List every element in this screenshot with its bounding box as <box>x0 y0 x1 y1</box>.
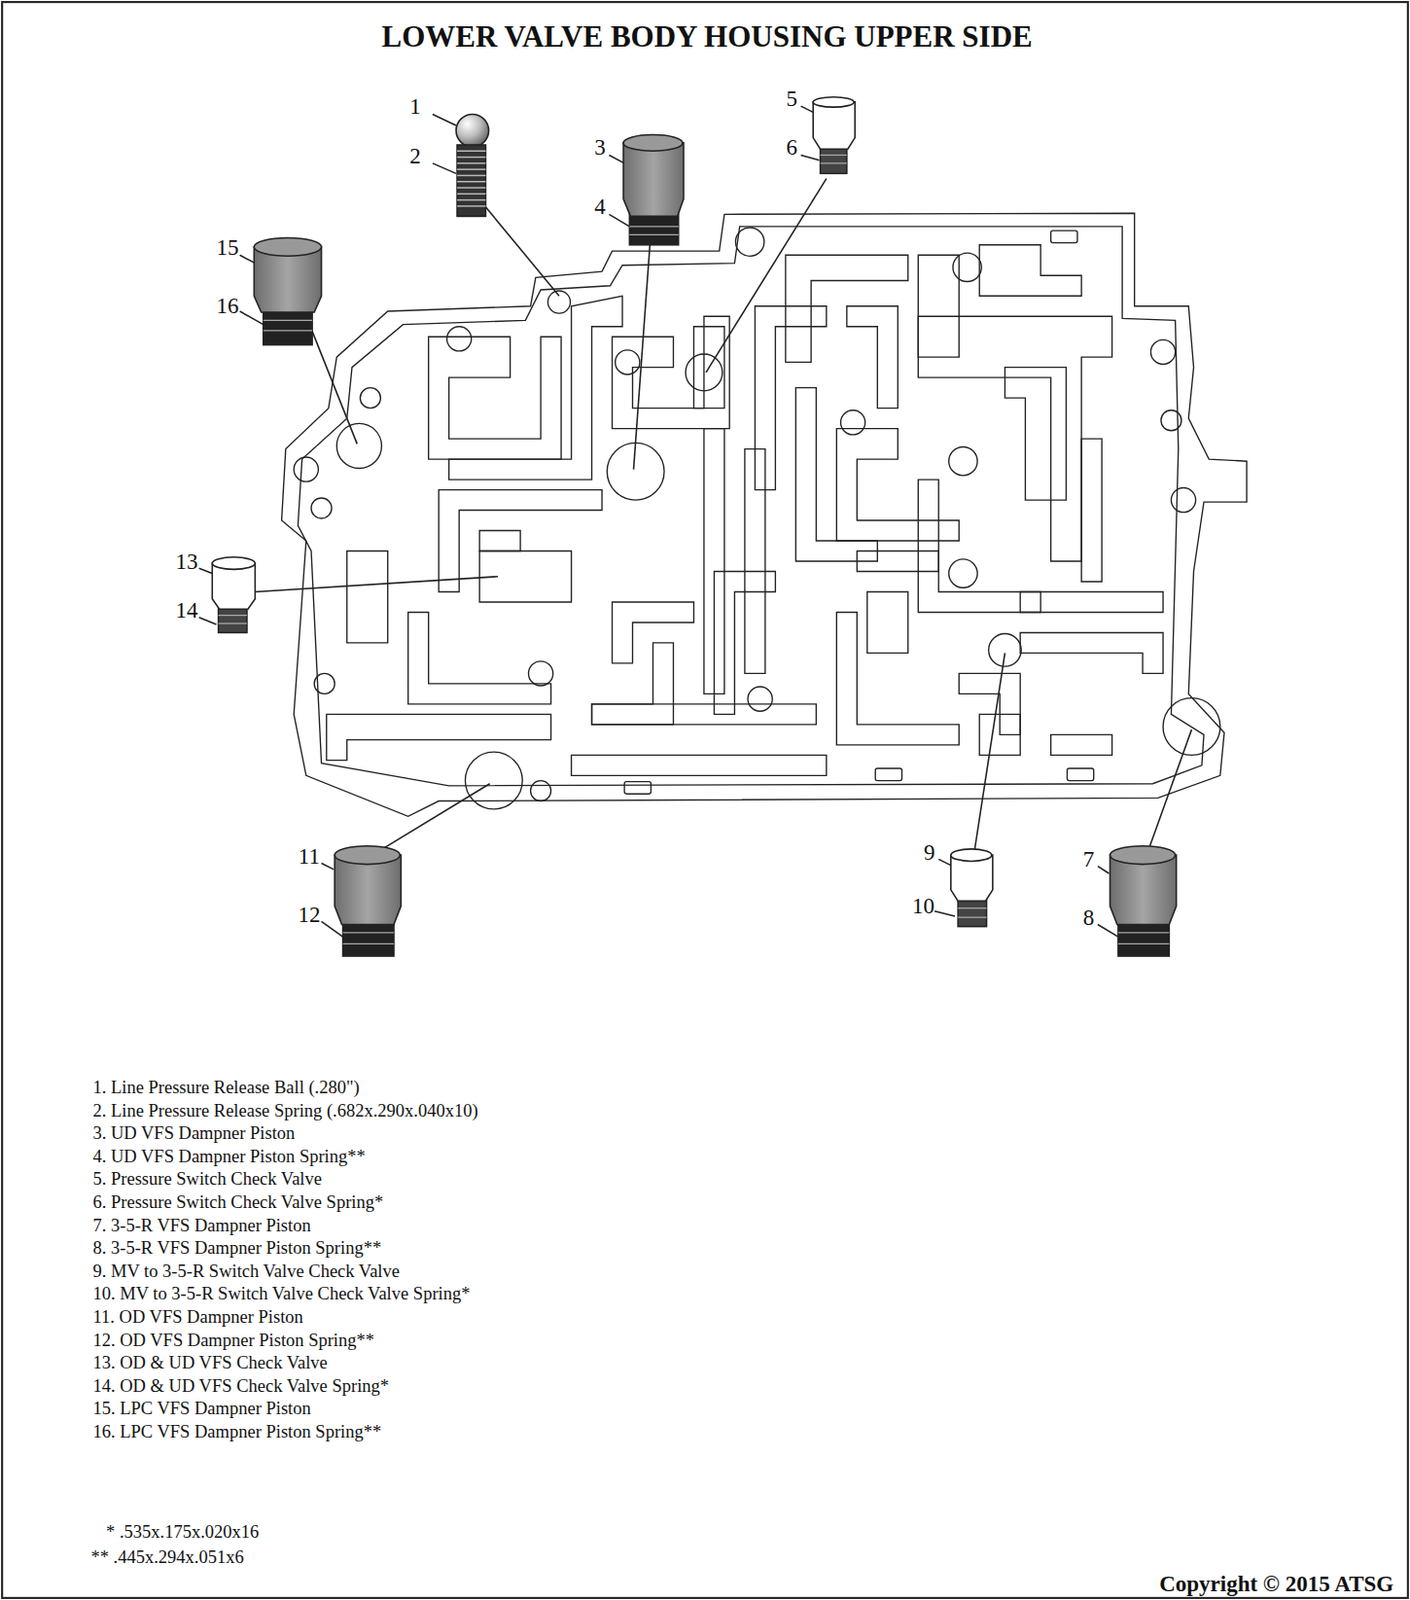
diagram-title: LOWER VALVE BODY HOUSING UPPER SIDE <box>381 19 1032 55</box>
parts-list-item: 15. LPC VFS Dampner Piston <box>92 1398 311 1419</box>
footnote: * .535x.175x.020x16 <box>105 1521 259 1543</box>
callout-number: 2 <box>409 143 422 170</box>
callout-number: 10 <box>912 893 935 919</box>
parts-list-item: 14. OD & UD VFS Check Valve Spring* <box>92 1375 389 1397</box>
callout-number: 9 <box>923 840 936 866</box>
parts-list-item: 10. MV to 3-5-R Switch Valve Check Valve… <box>92 1283 470 1305</box>
parts-list-item: 3. UD VFS Dampner Piston <box>92 1123 295 1144</box>
callout-number: 15 <box>215 235 239 261</box>
parts-list-item: 9. MV to 3-5-R Switch Valve Check Valve <box>92 1261 400 1282</box>
footnote: ** .445x.294x.051x6 <box>90 1547 244 1568</box>
callout-number: 16 <box>215 293 239 319</box>
parts-list-item: 6. Pressure Switch Check Valve Spring* <box>92 1192 384 1213</box>
parts-list-item: 12. OD VFS Dampner Piston Spring** <box>92 1330 375 1351</box>
callout-number: 7 <box>1083 846 1095 873</box>
parts-list-item: 16. LPC VFS Dampner Piston Spring** <box>92 1421 382 1443</box>
callout-number: 13 <box>176 549 199 575</box>
callout-number: 6 <box>785 135 798 161</box>
callout-number: 5 <box>785 86 798 112</box>
callout-number: 12 <box>297 902 320 928</box>
callout-number: 14 <box>176 598 199 624</box>
parts-list-item: 5. Pressure Switch Check Valve <box>92 1168 322 1190</box>
parts-list-item: 13. OD & UD VFS Check Valve <box>92 1352 327 1374</box>
callout-number: 3 <box>594 135 606 161</box>
parts-list-item: 2. Line Pressure Release Spring (.682x.2… <box>92 1100 478 1122</box>
parts-list-item: 8. 3-5-R VFS Dampner Piston Spring** <box>92 1237 382 1259</box>
callout-number: 1 <box>409 94 422 120</box>
parts-list-item: 4. UD VFS Dampner Piston Spring** <box>92 1146 365 1167</box>
callout-number: 11 <box>298 844 320 870</box>
parts-list-item: 11. OD VFS Dampner Piston <box>92 1306 303 1328</box>
callout-number: 8 <box>1083 905 1095 931</box>
parts-list-item: 7. 3-5-R VFS Dampner Piston <box>92 1215 311 1236</box>
parts-list-item: 1. Line Pressure Release Ball (.280") <box>92 1077 359 1098</box>
callout-number: 4 <box>594 194 606 220</box>
copyright: Copyright © 2015 ATSG <box>1159 1571 1394 1597</box>
